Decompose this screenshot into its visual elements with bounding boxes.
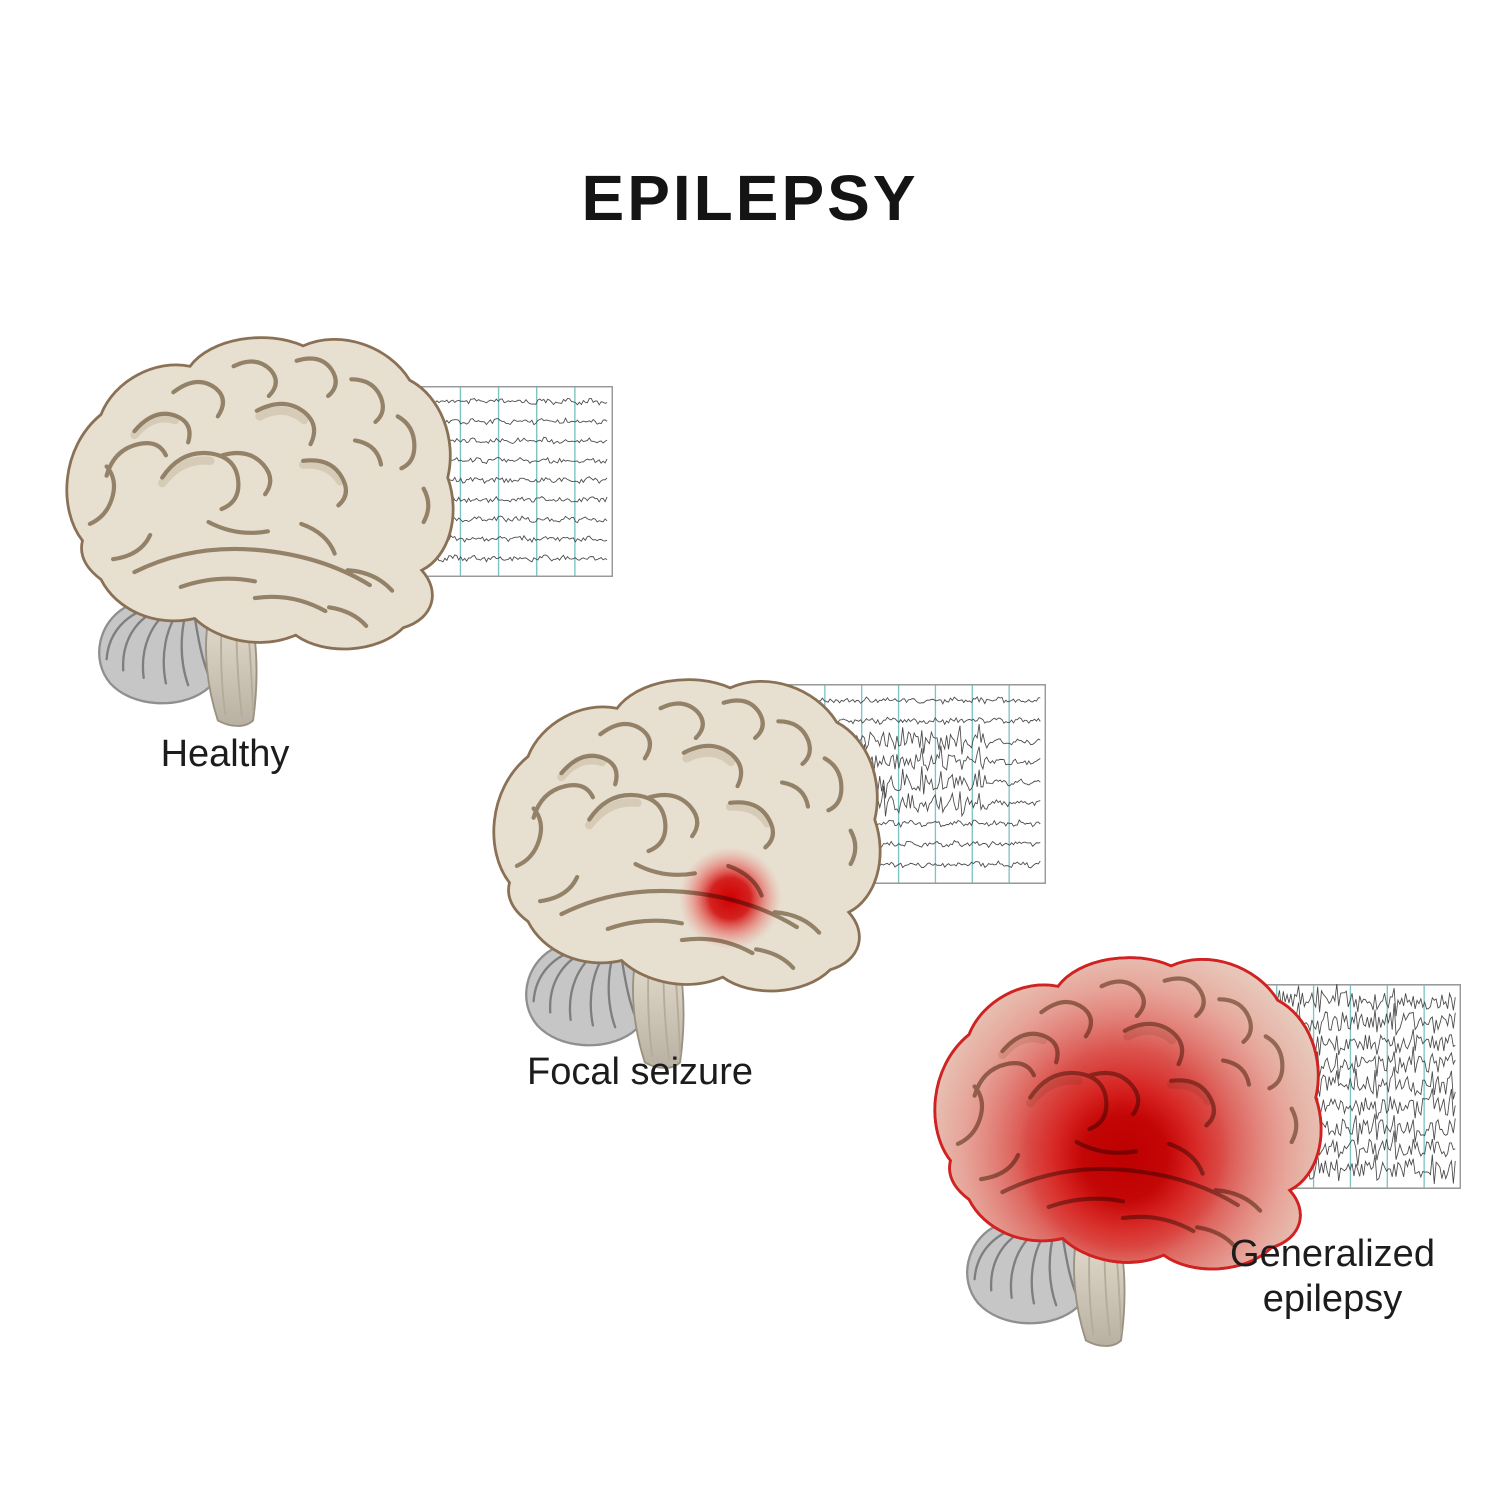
healthy-brain-illustration	[25, 292, 470, 728]
diagram-title: EPILEPSY	[581, 161, 919, 234]
generalized-epilepsy-brain-illustration	[893, 912, 1338, 1348]
healthy-label: Healthy	[160, 733, 290, 775]
focal-seizure-label: Focal seizure	[527, 1051, 753, 1093]
generalized-epilepsy-label: Generalized epilepsy	[1230, 1233, 1435, 1320]
focal-seizure-brain-illustration	[452, 634, 897, 1070]
seizure-core-glow	[1018, 1051, 1232, 1265]
focal-seizure-spot	[679, 847, 782, 950]
